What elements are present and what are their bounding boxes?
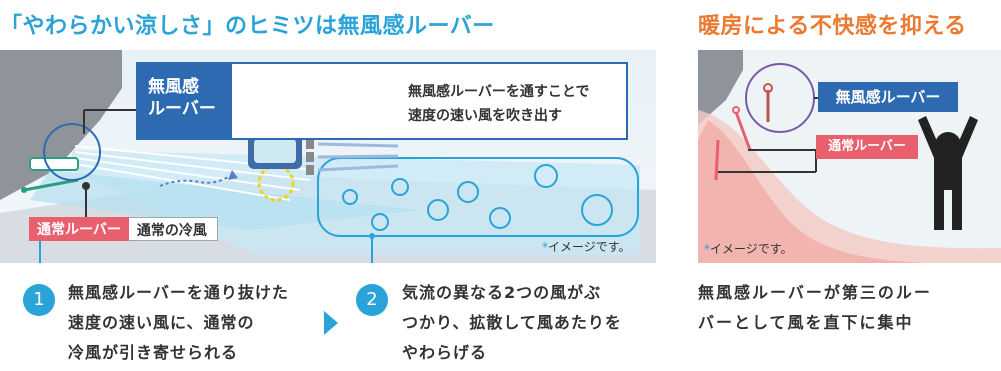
heating-diagram-graphic	[698, 50, 1001, 263]
right-title: 暖房による不快感を抑える	[698, 14, 967, 39]
louver-highlight-circle	[43, 123, 101, 181]
right-image-note-text: イメージです。	[710, 242, 793, 256]
step-1-line3: 冷風が引き寄せられる	[68, 343, 239, 362]
right-note-asterisk: *	[704, 242, 710, 256]
step-2-badge: 2	[356, 284, 388, 316]
normal-louver-tag: 通常ルーバー	[29, 217, 129, 241]
step-arrow-icon	[324, 311, 338, 335]
right-wall-shape	[698, 50, 743, 125]
louver-description: 無風感ルーバーを通すことで 速度の速い風を吹き出す	[408, 80, 589, 128]
step-1-text: 無風感ルーバーを通り抜けた 速度の速い風に、通常の 冷風が引き寄せられる	[68, 278, 289, 368]
muufu-louver-label: 無風感 ルーバー	[136, 62, 232, 140]
louver-description-line2: 速度の速い風を吹き出す	[408, 108, 562, 124]
person-icon	[918, 116, 978, 230]
right-image-note: *イメージです。	[704, 240, 793, 257]
warm-air-core	[698, 120, 928, 263]
step-2-text: 気流の異なる2つの風がぶ つかり、拡散して風あたりを やわらげる	[402, 278, 622, 368]
muufu-louver-label-line2: ルーバー	[148, 99, 216, 119]
normal-louver-blade	[23, 178, 79, 192]
step-2-line1: 気流の異なる2つの風がぶ	[402, 283, 602, 302]
mixing-arrow	[159, 175, 231, 187]
airflow-diagram-graphic	[0, 50, 656, 263]
muufu-louver-label-line1: 無風感	[148, 77, 199, 97]
aircon-edge	[29, 157, 79, 171]
left-image-note-text: イメージです。	[548, 240, 631, 254]
bubbles	[342, 164, 613, 231]
step-1-badge: 1	[23, 284, 55, 316]
right-caption-line1: 無風感ルーバーが第三のルー	[698, 283, 932, 302]
step-2-line2: つかり、拡散して風あたりを	[402, 313, 622, 332]
right-caption: 無風感ルーバーが第三のルー バーとして風を直下に集中	[698, 278, 932, 338]
step-1-line1: 無風感ルーバーを通り抜けた	[68, 283, 289, 302]
step-1-line2: 速度の速い風に、通常の	[68, 313, 255, 332]
normal-wind-area	[30, 170, 420, 230]
fast-wind-lines	[74, 145, 316, 201]
normal-louver-callout: 通常ルーバー 通常の冷風	[29, 217, 218, 241]
left-title: 「やわらかい涼しさ」のヒミツは無風感ルーバー	[0, 14, 495, 39]
left-image-note: *イメージです。	[542, 238, 631, 255]
louver-description-line1: 無風感ルーバーを通すことで	[408, 84, 590, 100]
right-muufu-louver-label: 無風感ルーバー	[818, 82, 958, 112]
right-caption-line2: バーとして風を直下に集中	[698, 313, 914, 332]
step-2-line3: やわらげる	[402, 343, 488, 362]
muufu-highlight-circle	[745, 63, 815, 133]
right-normal-louver-label: 通常ルーバー	[816, 135, 918, 159]
note-asterisk: *	[542, 240, 548, 254]
normal-wind-text: 通常の冷風	[128, 217, 218, 241]
diffusion-area	[317, 157, 639, 237]
